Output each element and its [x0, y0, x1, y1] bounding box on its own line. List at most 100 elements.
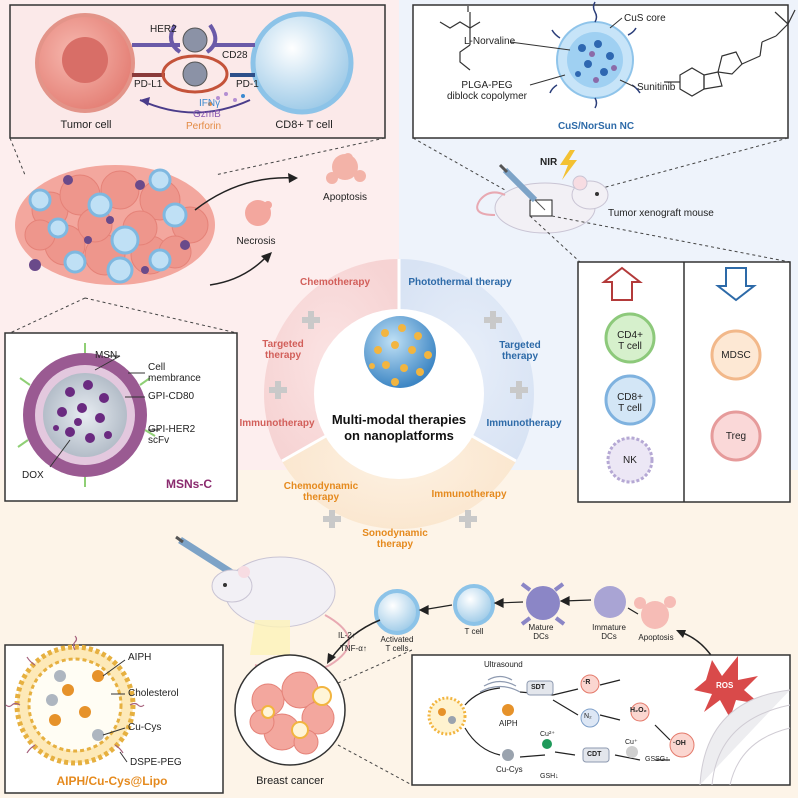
perforin-label: Perforin: [186, 121, 222, 132]
center-nanoparticle-icon: [364, 316, 436, 388]
center-title-line2: on nanoplatforms: [344, 428, 454, 444]
dspe-label: DSPE-PEG: [130, 757, 182, 768]
cd8-cell-label: CD8+ T cell: [275, 119, 333, 131]
necrosis-cell-icon: [245, 200, 272, 226]
chemotherapy-label: Chemotherapy: [299, 277, 371, 288]
lipo-small-icon: [427, 696, 467, 736]
breast-cancer-label: Breast cancer: [256, 775, 324, 787]
msn-nanoparticle-icon: [17, 343, 156, 487]
lipo-cucys-label: Cu-Cys: [128, 722, 162, 733]
cus-core-label: CuS core: [624, 13, 666, 24]
mdsc-label: MDSC: [721, 350, 751, 361]
immature-dc-icon: [594, 586, 626, 618]
apoptosis-label: Apoptosis: [323, 192, 367, 203]
nir-label: NIR: [540, 157, 558, 168]
gzmb-label: GzmB: [193, 109, 221, 120]
gssg-label: GSSG↑: [645, 756, 669, 763]
lipo-aiph-label: AIPH: [128, 652, 152, 663]
tcell-label: T cell: [464, 627, 484, 636]
ros-burst-icon: [694, 656, 760, 718]
mature-dc-icon: [520, 582, 566, 626]
lipo-title: AIPH/Cu-Cys@Lipo: [56, 774, 168, 788]
msn-title: MSNs-C: [166, 477, 213, 491]
tumor-cell-label: Tumor cell: [60, 119, 112, 131]
treg-cell-icon: [710, 410, 762, 462]
r-radical-label: ·R: [583, 679, 591, 686]
liposome-icon: [5, 635, 145, 766]
aiph-bottom-label: AIPH: [499, 719, 518, 728]
cholesterol-label: Cholesterol: [128, 688, 179, 699]
syringe-icon: [498, 163, 546, 211]
cu2-label: Cu²⁺: [540, 731, 555, 738]
treg-label: Treg: [725, 431, 747, 442]
apoptosis-bottom-label: Apoptosis: [638, 633, 674, 642]
ultrasound-label: Ultrasound: [484, 660, 523, 669]
up-arrow-icon: [601, 266, 643, 301]
cucys-bottom-label: Cu-Cys: [496, 765, 523, 774]
lightning-icon: [560, 150, 577, 180]
cd4-cell-icon: [604, 312, 656, 364]
center-disc: [314, 309, 484, 479]
msn-label: MSN: [95, 350, 118, 361]
cu1-label: Cu⁺: [625, 739, 638, 746]
sunitinib-label: Sunitinib: [637, 82, 676, 93]
her2-label: HER2: [150, 24, 177, 35]
blue-immunotherapy-label: Immunotherapy: [486, 418, 562, 429]
tumor-mass-icon: [15, 165, 215, 285]
pdl1-label: PD-L1: [134, 79, 163, 90]
tnf-label: TNF-α↑: [340, 644, 367, 653]
sunitinib-structure-icon: [664, 9, 796, 97]
center-title-line1: Multi-modal therapies: [331, 412, 467, 427]
nk-label: NK: [623, 455, 637, 466]
down-arrow-icon: [715, 267, 757, 302]
cus-title: CuS/NorSun NC: [557, 121, 635, 132]
dox-label: DOX: [22, 470, 44, 481]
ifn-label: IFNγ: [199, 98, 221, 109]
oh-radical-label: ·OH: [673, 740, 686, 747]
mouse-icon: [476, 175, 609, 234]
mouse-label: Tumor xenograft mouse: [608, 208, 714, 219]
ultrasound-icon: [479, 675, 521, 693]
cd8-label: CD8+T cell: [617, 392, 643, 414]
pink-immunotherapy-label: Immunotherapy: [239, 418, 315, 429]
nk-cell-icon: [606, 436, 654, 484]
mouse-bottom-icon: [211, 556, 350, 674]
necrosis-label: Necrosis: [236, 236, 276, 247]
cd8-cell-icon: [604, 374, 656, 426]
gsh-label: GSH↓: [540, 773, 559, 780]
il2-label: IL-2↑: [338, 631, 356, 640]
apoptosis-bottom-icon: [634, 596, 676, 629]
tcell-icon: [453, 584, 495, 626]
novaline-label: L-Norvaline: [464, 36, 516, 47]
cd4-label: CD4+T cell: [617, 330, 643, 352]
cd28-label: CD28: [222, 50, 248, 61]
n2-label: N₂: [584, 713, 592, 720]
tumor-cell-icon: [35, 13, 135, 113]
sdt-label: SDT: [531, 684, 545, 691]
h2o2-label: H₂O₂: [630, 707, 647, 714]
gpi-cd80-label: GPI-CD80: [148, 391, 195, 402]
center-title: Multi-modal therapies on nanoplatforms: [324, 412, 474, 445]
pd1-label: PD-1: [236, 79, 259, 90]
cdt-label: CDT: [587, 751, 602, 758]
photothermal-label: Photothermal therapy: [408, 277, 512, 288]
cus-nanoparticle-icon: [549, 1, 641, 109]
orange-immunotherapy-label: Immunotherapy: [431, 489, 507, 500]
ros-label: ROS: [716, 681, 734, 690]
activated-tcell-icon: [374, 589, 420, 635]
norvaline-structure-icon: [439, 6, 481, 71]
cd8-t-cell-icon: [250, 11, 354, 115]
plus-icons: [269, 311, 528, 528]
